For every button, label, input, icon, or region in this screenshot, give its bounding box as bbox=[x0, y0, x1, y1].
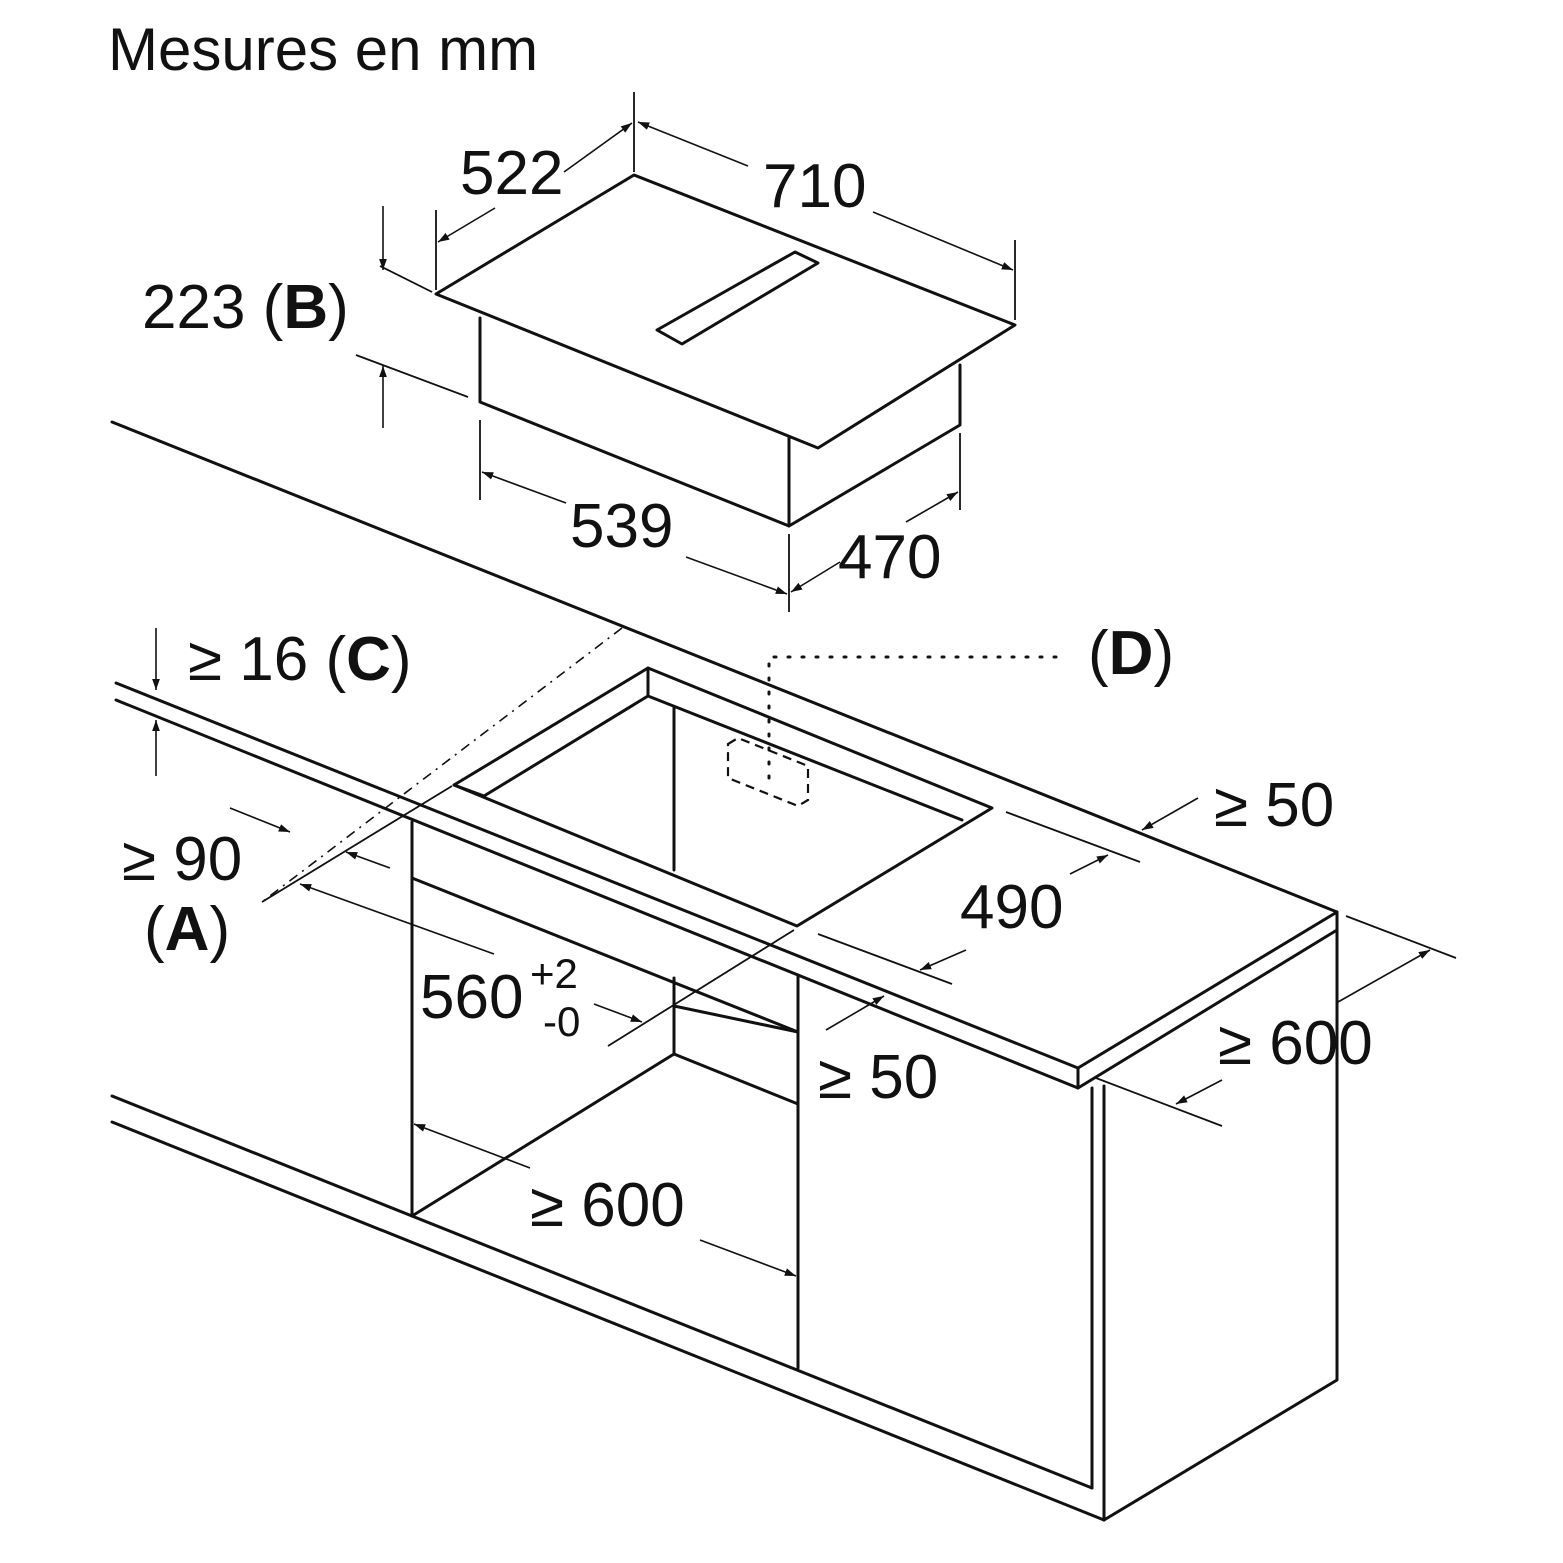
dimension-cutout-depth: 490 bbox=[817, 854, 1109, 985]
connection-box: (D) bbox=[726, 619, 1174, 808]
hob-body-front bbox=[478, 316, 791, 528]
worktop bbox=[110, 420, 1339, 1090]
worktop-front-top-edge bbox=[114, 681, 1080, 1070]
dimension-hob-height: 223 (B) bbox=[142, 206, 469, 428]
label-worktop-depth: ≥ 600 bbox=[1218, 1009, 1373, 1078]
page-title: Mesures en mm bbox=[108, 16, 538, 83]
hob-glass-top bbox=[434, 173, 1017, 450]
hob-extraction-vent bbox=[655, 250, 820, 346]
plinth-top bbox=[110, 1094, 1094, 1490]
dimension-hob-depth: 522 bbox=[435, 92, 635, 290]
dimension-hob-body-depth: 470 bbox=[790, 433, 961, 593]
label-cutout-depth: 490 bbox=[960, 873, 1063, 942]
hob-body-side bbox=[787, 363, 962, 528]
base-cabinets bbox=[110, 820, 1339, 1522]
dimension-front-gap: ≥ 90 (A) bbox=[122, 627, 623, 964]
label-cutout-width: 560 bbox=[420, 963, 523, 1032]
label-hob-body-depth: 470 bbox=[838, 523, 941, 592]
label-hob-body-width: 539 bbox=[570, 492, 673, 561]
label-hob-depth: 522 bbox=[460, 139, 563, 208]
label-rear-gap: ≥ 50 bbox=[1214, 771, 1334, 840]
label-cutout-width-tol-minus: -0 bbox=[543, 998, 580, 1045]
dimension-worktop-depth: ≥ 600 bbox=[1095, 915, 1457, 1127]
dimension-side-gap: ≥ 50 bbox=[818, 995, 938, 1112]
cutout-outline bbox=[452, 666, 994, 928]
dimension-hob-width: 710 bbox=[637, 121, 1016, 320]
dimension-cutout-width: 560 +2 -0 bbox=[299, 883, 795, 1047]
label-worktop-thickness: ≥ 16 (C) bbox=[188, 625, 412, 694]
label-hob-height: 223 (B) bbox=[142, 273, 349, 342]
dimension-worktop-thickness: ≥ 16 (C) bbox=[152, 625, 412, 776]
plinth-bottom bbox=[110, 1120, 1106, 1522]
label-hob-width: 710 bbox=[763, 152, 866, 221]
label-cutout-width-tol-plus: +2 bbox=[530, 950, 578, 997]
label-side-gap: ≥ 50 bbox=[818, 1043, 938, 1112]
worktop-front-bottom-edge bbox=[114, 698, 1080, 1090]
label-front-gap: ≥ 90 bbox=[122, 825, 242, 894]
hob-unit bbox=[434, 173, 1017, 528]
dimension-cabinet-width: ≥ 600 bbox=[413, 1123, 797, 1277]
label-connection-ref: (D) bbox=[1088, 619, 1174, 688]
label-cabinet-width: ≥ 600 bbox=[530, 1171, 685, 1240]
worktop-cutout bbox=[452, 666, 994, 928]
dimension-rear-gap: ≥ 50 bbox=[1005, 771, 1334, 863]
connection-box-outline bbox=[726, 736, 810, 808]
dimension-hob-body-width: 539 bbox=[479, 420, 790, 612]
label-front-gap-ref: (A) bbox=[144, 895, 230, 964]
worktop-rear-edge bbox=[110, 420, 1339, 914]
